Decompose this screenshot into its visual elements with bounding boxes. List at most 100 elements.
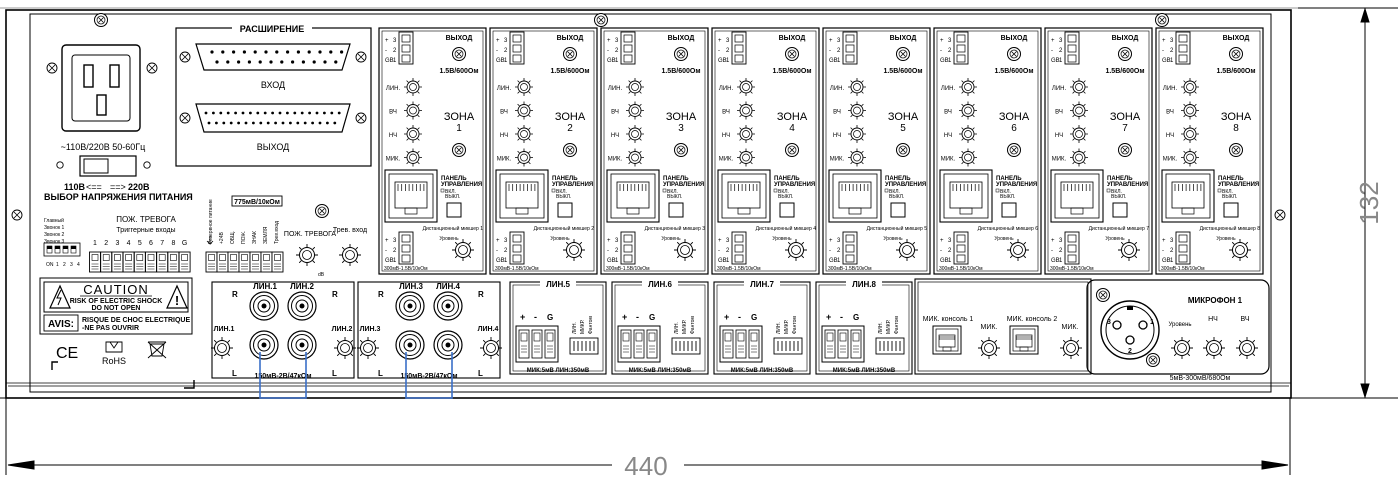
db25-input-connector[interactable] bbox=[195, 43, 351, 71]
rca-jack-right[interactable] bbox=[395, 291, 425, 321]
trigger-input-terminal[interactable] bbox=[145, 251, 157, 273]
trigger-input-terminal[interactable] bbox=[167, 251, 180, 273]
rca-jack-left[interactable] bbox=[249, 330, 279, 360]
zone-mic-knob[interactable] bbox=[403, 148, 423, 167]
mic-console-2-knob[interactable] bbox=[1059, 336, 1083, 360]
zone-panel-switch[interactable] bbox=[668, 202, 684, 218]
zone-remote-level-knob[interactable] bbox=[784, 238, 808, 262]
trigger-input-terminal[interactable] bbox=[178, 251, 191, 273]
zone-panel-switch[interactable] bbox=[890, 202, 906, 218]
zone-output-terminal[interactable] bbox=[953, 31, 969, 65]
zone-lf-knob[interactable] bbox=[1180, 124, 1200, 144]
phoenix-input-terminal[interactable] bbox=[617, 325, 661, 363]
mic1-hf-knob[interactable] bbox=[1235, 336, 1259, 360]
zone-remote-terminal[interactable] bbox=[398, 231, 414, 265]
line-level-knob[interactable] bbox=[479, 336, 503, 360]
zone-panel-rj45-port[interactable] bbox=[606, 169, 660, 223]
rca-jack-right[interactable] bbox=[287, 291, 317, 321]
zone-output-terminal[interactable] bbox=[731, 31, 747, 65]
zone-hf-knob[interactable] bbox=[847, 101, 867, 120]
trigger-input-terminal[interactable] bbox=[111, 251, 124, 273]
rca-jack-left[interactable] bbox=[433, 330, 463, 360]
zone-mic-knob[interactable] bbox=[847, 148, 867, 167]
zone-mic-knob[interactable] bbox=[625, 148, 645, 167]
rca-jack-right[interactable] bbox=[249, 291, 279, 321]
zone-lf-knob[interactable] bbox=[847, 124, 867, 144]
zone-mic-knob[interactable] bbox=[514, 148, 534, 167]
zone-remote-level-knob[interactable] bbox=[451, 238, 475, 262]
input-mode-switch[interactable] bbox=[569, 337, 599, 355]
zone-lf-knob[interactable] bbox=[403, 124, 423, 144]
zone-panel-switch[interactable] bbox=[557, 202, 573, 218]
alarm-terminal[interactable] bbox=[227, 251, 240, 273]
zone-panel-rj45-port[interactable] bbox=[1050, 169, 1104, 223]
zone-remote-level-knob[interactable] bbox=[895, 238, 919, 262]
zone-remote-terminal[interactable] bbox=[842, 231, 858, 265]
zone-line-knob[interactable] bbox=[847, 77, 867, 97]
trigger-input-terminal[interactable] bbox=[156, 251, 169, 273]
input-mode-switch[interactable] bbox=[773, 337, 803, 355]
zone-line-knob[interactable] bbox=[958, 77, 978, 97]
zone-remote-level-knob[interactable] bbox=[562, 238, 586, 262]
zone-line-knob[interactable] bbox=[625, 77, 645, 97]
zone-remote-terminal[interactable] bbox=[1064, 231, 1080, 265]
alarm-terminal[interactable] bbox=[238, 251, 251, 273]
zone-output-terminal[interactable] bbox=[1064, 31, 1080, 65]
zone-line-knob[interactable] bbox=[403, 77, 423, 97]
zone-line-knob[interactable] bbox=[1180, 77, 1200, 97]
alarm-terminal[interactable] bbox=[216, 251, 229, 273]
line-level-knob[interactable] bbox=[356, 336, 380, 360]
phoenix-input-terminal[interactable] bbox=[515, 325, 559, 363]
zone-output-terminal[interactable] bbox=[398, 31, 414, 65]
zone-remote-level-knob[interactable] bbox=[673, 238, 697, 262]
trigger-input-knob[interactable] bbox=[338, 243, 362, 267]
xlr-mic-input[interactable] bbox=[1100, 300, 1160, 360]
mic-console-1-knob[interactable] bbox=[977, 336, 1001, 360]
trigger-input-terminal[interactable] bbox=[100, 251, 113, 273]
phoenix-input-terminal[interactable] bbox=[821, 325, 865, 363]
zone-panel-rj45-port[interactable] bbox=[717, 169, 771, 223]
zone-output-terminal[interactable] bbox=[842, 31, 858, 65]
iec-power-inlet[interactable] bbox=[61, 44, 141, 132]
zone-output-terminal[interactable] bbox=[1175, 31, 1191, 65]
alarm-terminal[interactable] bbox=[205, 251, 218, 273]
line-level-knob[interactable] bbox=[210, 336, 234, 360]
zone-lf-knob[interactable] bbox=[514, 124, 534, 144]
input-mode-switch[interactable] bbox=[671, 337, 701, 355]
zone-remote-terminal[interactable] bbox=[1175, 231, 1191, 265]
zone-panel-switch[interactable] bbox=[446, 202, 462, 218]
zone-line-knob[interactable] bbox=[736, 77, 756, 97]
alarm-terminal[interactable] bbox=[260, 251, 273, 273]
zone-hf-knob[interactable] bbox=[736, 101, 756, 120]
db37-output-connector[interactable] bbox=[195, 103, 351, 133]
zone-hf-knob[interactable] bbox=[625, 101, 645, 120]
alarm-terminal[interactable] bbox=[271, 251, 284, 273]
zone-panel-switch[interactable] bbox=[779, 202, 795, 218]
zone-hf-knob[interactable] bbox=[403, 101, 423, 120]
mic1-level-knob[interactable] bbox=[1170, 336, 1194, 360]
zone-remote-terminal[interactable] bbox=[509, 231, 525, 265]
alarm-terminal[interactable] bbox=[249, 251, 262, 273]
zone-lf-knob[interactable] bbox=[625, 124, 645, 144]
zone-remote-terminal[interactable] bbox=[731, 231, 747, 265]
rca-jack-right[interactable] bbox=[433, 291, 463, 321]
zone-panel-switch[interactable] bbox=[1223, 202, 1239, 218]
zone-output-terminal[interactable] bbox=[620, 31, 636, 65]
zone-mic-knob[interactable] bbox=[736, 148, 756, 167]
zone-hf-knob[interactable] bbox=[514, 101, 534, 120]
zone-line-knob[interactable] bbox=[1069, 77, 1089, 97]
zone-mic-knob[interactable] bbox=[1180, 148, 1200, 167]
zone-panel-switch[interactable] bbox=[1001, 202, 1017, 218]
mic1-lf-knob[interactable] bbox=[1202, 336, 1226, 360]
zone-remote-terminal[interactable] bbox=[953, 231, 969, 265]
zone-output-terminal[interactable] bbox=[509, 31, 525, 65]
trigger-input-terminal[interactable] bbox=[89, 251, 101, 273]
zone-panel-rj45-port[interactable] bbox=[1161, 169, 1215, 223]
zone-line-knob[interactable] bbox=[514, 77, 534, 97]
trigger-input-terminal[interactable] bbox=[133, 251, 146, 273]
zone-panel-rj45-port[interactable] bbox=[384, 169, 438, 223]
input-mode-switch[interactable] bbox=[875, 337, 905, 355]
zone-remote-level-knob[interactable] bbox=[1228, 238, 1252, 262]
trigger-input-terminal[interactable] bbox=[122, 251, 135, 273]
zone-hf-knob[interactable] bbox=[1069, 101, 1089, 120]
